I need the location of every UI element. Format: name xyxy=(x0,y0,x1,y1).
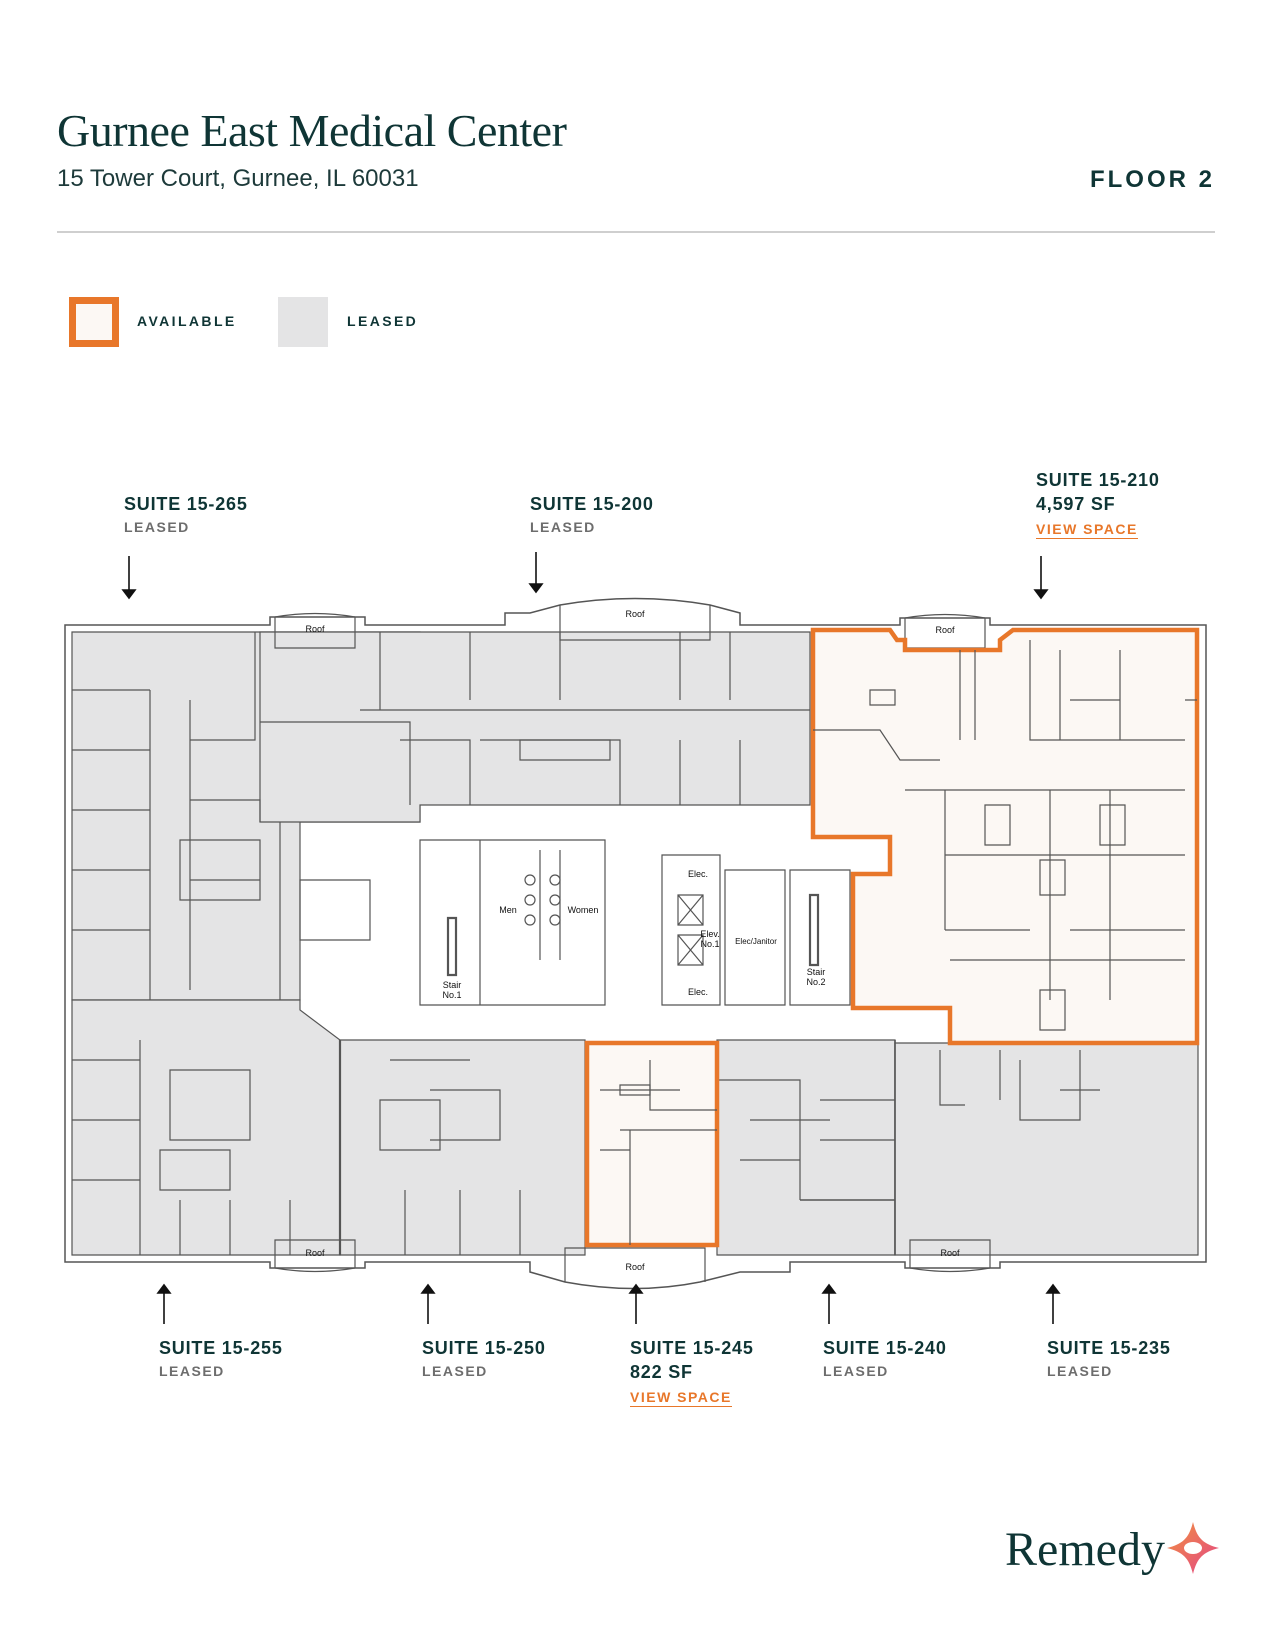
suite-name: SUITE 15-265 xyxy=(124,494,248,514)
roof-label: Roof xyxy=(305,1248,325,1258)
restroom-women-label: Women xyxy=(568,905,599,915)
suite-245-outline xyxy=(584,1040,720,1248)
suite-name: SUITE 15-250 xyxy=(422,1338,546,1358)
roof-label: Roof xyxy=(305,624,325,634)
suite-status: LEASED xyxy=(159,1363,225,1379)
available-interiors xyxy=(600,640,1197,1245)
roof-label: Roof xyxy=(625,1262,645,1272)
roof-label: Roof xyxy=(625,609,645,619)
floor-label: FLOOR 2 xyxy=(1089,166,1215,193)
suite-240-area xyxy=(716,1039,896,1256)
suite-status: LEASED xyxy=(1047,1363,1113,1379)
suite-15-235-label: SUITE 15-235 LEASED xyxy=(1047,1336,1171,1382)
suite-name: SUITE 15-210 xyxy=(1036,470,1160,490)
legend-leased-label: LEASED xyxy=(347,313,419,329)
suite-status: LEASED xyxy=(422,1363,488,1379)
pointer-arrows xyxy=(121,552,1061,1324)
suite-size: 822 SF xyxy=(630,1362,693,1382)
suite-size: 4,597 SF xyxy=(1036,494,1116,514)
stair-1-label: Stair xyxy=(443,980,462,990)
view-space-link[interactable]: VIEW SPACE xyxy=(1036,521,1138,539)
header-divider xyxy=(57,231,1215,233)
suite-name: SUITE 15-200 xyxy=(530,494,654,514)
suite-name: SUITE 15-240 xyxy=(823,1338,947,1358)
elec-label: Elec. xyxy=(688,869,708,879)
suite-15-200-label: SUITE 15-200 LEASED xyxy=(530,492,654,538)
stair-1-label: No.1 xyxy=(442,990,461,1000)
suite-name: SUITE 15-235 xyxy=(1047,1338,1171,1358)
legend-available-swatch xyxy=(69,297,119,347)
stair-2-label: Stair xyxy=(807,967,826,977)
suite-250-area xyxy=(339,1039,586,1256)
elec-label: Elec. xyxy=(688,987,708,997)
suite-15-210-label: SUITE 15-210 4,597 SF VIEW SPACE xyxy=(1036,468,1160,539)
suite-255-area xyxy=(71,999,341,1256)
restroom-men-label: Men xyxy=(499,905,517,915)
suite-15-250-label: SUITE 15-250 LEASED xyxy=(422,1336,546,1382)
suite-status: LEASED xyxy=(124,519,190,535)
suite-name: SUITE 15-245 xyxy=(630,1338,754,1358)
stair-2-label: No.2 xyxy=(806,977,825,987)
brand-logo-text: Remedy xyxy=(1005,1523,1165,1576)
roof-label: Roof xyxy=(940,1248,960,1258)
interior-walls xyxy=(72,605,1100,1282)
suite-15-240-label: SUITE 15-240 LEASED xyxy=(823,1336,947,1382)
suite-15-265-label: SUITE 15-265 LEASED xyxy=(124,492,248,538)
roof-label: Roof xyxy=(935,625,955,635)
elevator-label: Elev. xyxy=(700,929,719,939)
suite-15-255-label: SUITE 15-255 LEASED xyxy=(159,1336,283,1382)
legend-leased-swatch xyxy=(278,297,328,347)
available-suites xyxy=(584,627,1200,1248)
suite-200-area xyxy=(259,631,811,823)
building-address: 15 Tower Court, Gurnee, IL 60031 xyxy=(57,165,419,192)
suite-status: LEASED xyxy=(530,519,596,535)
page-title: Gurnee East Medical Center xyxy=(57,105,567,156)
suite-15-245-label: SUITE 15-245 822 SF VIEW SPACE xyxy=(630,1336,754,1407)
elevator-label: No.1 xyxy=(700,939,719,949)
brand-logo-icon xyxy=(1167,1522,1219,1574)
suite-name: SUITE 15-255 xyxy=(159,1338,283,1358)
elec-janitor-label: Elec/Janitor xyxy=(735,937,777,946)
view-space-link[interactable]: VIEW SPACE xyxy=(630,1389,732,1407)
suite-210-outline xyxy=(810,627,1200,1046)
legend-available-label: AVAILABLE xyxy=(137,313,237,329)
leased-areas xyxy=(71,631,1199,1256)
suite-status: LEASED xyxy=(823,1363,889,1379)
